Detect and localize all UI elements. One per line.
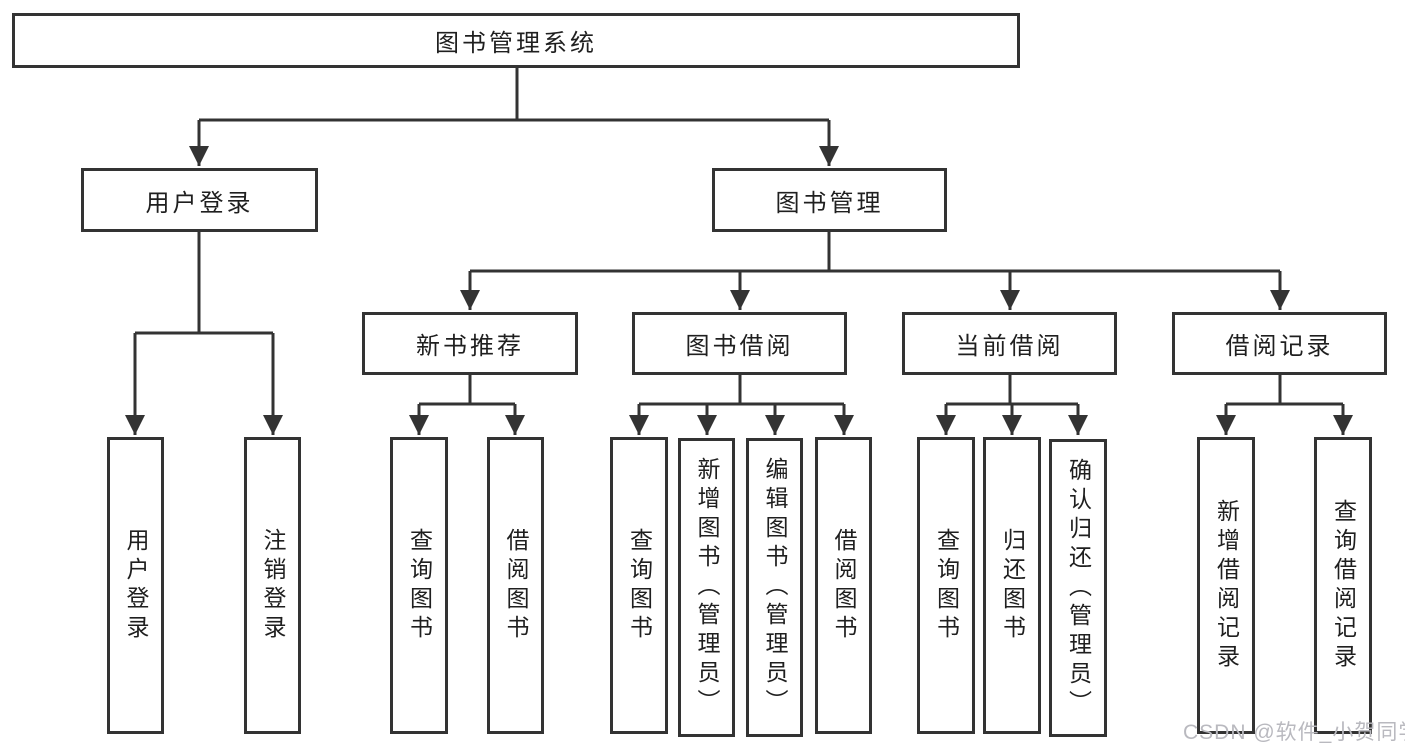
leaf-records-query-record: 查询借阅记录: [1314, 437, 1372, 734]
leaf-current-return-books: 归还图书: [983, 437, 1041, 734]
node-book-borrowing: 图书借阅: [632, 312, 847, 375]
watermark: CSDN @软件_小贺同学: [1183, 721, 1405, 744]
leaf-newbook-borrow-books: 借阅图书: [487, 437, 544, 734]
edge-book-borrow-split: [639, 375, 844, 406]
edge-records-split: [1226, 375, 1343, 406]
edge-new-book-split: [419, 375, 515, 406]
leaf-borrow-add-books-admin: 新增图书（管理员）: [678, 438, 735, 737]
leaf-newbook-query-books: 查询图书: [390, 437, 448, 734]
edge-book-management-split: [470, 232, 1280, 273]
leaf-user-login: 用户登录: [107, 437, 164, 734]
leaf-records-add-record: 新增借阅记录: [1197, 437, 1255, 734]
leaf-current-confirm-return-admin: 确认归还（管理员）: [1049, 439, 1107, 737]
node-borrow-records: 借阅记录: [1172, 312, 1387, 375]
leaf-current-query-books: 查询图书: [917, 437, 975, 734]
node-root: 图书管理系统: [12, 13, 1020, 68]
node-user-login: 用户登录: [81, 168, 318, 232]
edge-current-borrow-split: [946, 375, 1078, 406]
edge-user-login-split: [135, 232, 273, 335]
node-book-management: 图书管理: [712, 168, 947, 232]
leaf-borrow-edit-books-admin: 编辑图书（管理员）: [746, 438, 803, 737]
leaf-borrow-query-books: 查询图书: [610, 437, 668, 734]
node-new-book-recommend: 新书推荐: [362, 312, 578, 375]
leaf-logout: 注销登录: [244, 437, 301, 734]
edge-root-split: [199, 68, 829, 122]
leaf-borrow-borrow-books: 借阅图书: [815, 437, 872, 734]
node-current-borrowing: 当前借阅: [902, 312, 1117, 375]
